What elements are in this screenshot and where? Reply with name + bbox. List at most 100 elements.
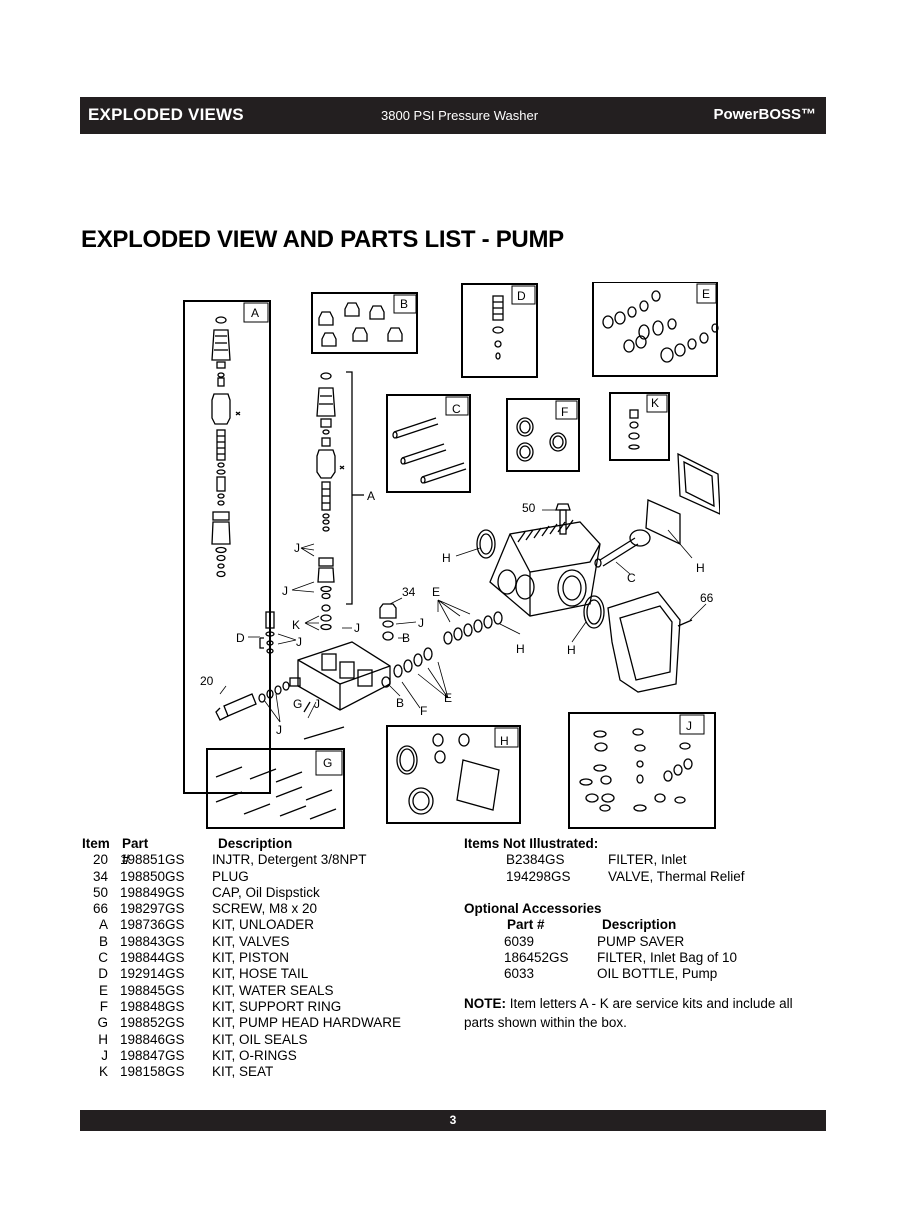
callout-j: J (354, 621, 360, 635)
note: NOTE: Item letters A - K are service kit… (464, 994, 820, 1032)
part-description: OIL BOTTLE, Pump (597, 966, 718, 982)
part-column-header: Part # (507, 917, 545, 933)
kit-box-d (461, 283, 538, 378)
note-text: Item letters A - K are service kits and … (464, 996, 793, 1030)
header-bar: EXPLODED VIEWS 3800 PSI Pressure Washer … (80, 97, 826, 134)
label-f: F (561, 405, 568, 419)
description-column-header: Description (218, 836, 293, 851)
label-e: E (702, 287, 710, 301)
label-b: B (400, 297, 408, 311)
part-description: KIT, O-RINGS (212, 1047, 297, 1063)
part-number: B2384GS (506, 852, 565, 868)
part-description: KIT, PISTON (212, 950, 290, 966)
callout-d: D (236, 631, 245, 645)
part-description: KIT, VALVES (212, 933, 290, 949)
callout-h: H (696, 561, 705, 575)
callout-h: H (516, 642, 525, 656)
callout-g: G (293, 697, 302, 711)
label-d: D (517, 289, 526, 303)
accessories-header: Part # Description (464, 917, 676, 933)
optional-accessories-heading: Optional Accessories (464, 901, 602, 917)
label-c: C (452, 402, 461, 416)
callout-k: K (292, 618, 300, 632)
label-k: K (651, 396, 659, 410)
part-description: FILTER, Inlet Bag of 10 (597, 950, 738, 966)
part-number: 194298GS (506, 868, 571, 884)
part-number: 198851GS (120, 852, 185, 868)
part-description: KIT, OIL SEALS (212, 1031, 308, 1047)
part-description: KIT, HOSE TAIL (212, 966, 309, 982)
callout-b: B (402, 631, 410, 645)
item-number: A (98, 917, 108, 933)
item-number: C (98, 950, 108, 966)
page-title: EXPLODED VIEW AND PARTS LIST - PUMP (81, 226, 564, 253)
item-number: 66 (92, 901, 108, 917)
pump-assembly (215, 371, 720, 740)
part-number: 192914GS (120, 966, 185, 982)
part-column-header: Part # (122, 836, 149, 868)
label-j: J (686, 719, 692, 733)
footer-bar: 3 (80, 1110, 826, 1131)
callout-20: 20 (200, 674, 214, 688)
kit-box-b (311, 292, 418, 354)
part-number: 198844GS (120, 950, 185, 966)
part-number: 198158GS (120, 1064, 185, 1080)
product-name: 3800 PSI Pressure Washer (381, 108, 539, 123)
part-number: 198845GS (120, 982, 185, 998)
label-a: A (251, 306, 259, 320)
note-label: NOTE: (464, 996, 506, 1011)
part-description: FILTER, Inlet (608, 852, 687, 868)
part-description: KIT, SEAT (212, 1064, 274, 1080)
part-description: KIT, SUPPORT RING (212, 998, 342, 1014)
part-description: KIT, PUMP HEAD HARDWARE (212, 1015, 402, 1031)
list-item: B2384GS FILTER, Inlet (464, 852, 687, 868)
item-number: F (99, 998, 108, 1014)
part-description: KIT, UNLOADER (212, 917, 315, 933)
page-number: 3 (449, 1113, 457, 1127)
kit-box-e (592, 282, 719, 377)
part-description: PUMP SAVER (597, 933, 685, 949)
part-description: INJTR, Detergent 3/8NPT (212, 852, 367, 868)
section-title: EXPLODED VIEWS (88, 105, 244, 124)
callout-j: J (296, 635, 302, 649)
part-description: SCREW, M8 x 20 (212, 901, 318, 917)
kit-box-k (609, 392, 670, 461)
callout-34: 34 (402, 585, 416, 599)
item-number: J (101, 1047, 108, 1063)
item-number: G (97, 1015, 108, 1031)
callout-c: C (627, 571, 636, 585)
callout-j: J (282, 584, 288, 598)
item-number: D (98, 966, 108, 982)
callout-j: J (276, 723, 282, 737)
callout-j: J (418, 616, 424, 630)
list-item: 186452GS FILTER, Inlet Bag of 10 (464, 950, 737, 966)
item-number: 20 (92, 852, 108, 868)
callout-e: E (432, 585, 440, 599)
callout-j: J (294, 541, 300, 555)
item-number: H (98, 1031, 108, 1047)
part-description: PLUG (212, 868, 249, 884)
label-h: H (500, 734, 509, 748)
part-number: 198852GS (120, 1015, 185, 1031)
item-number: 34 (92, 868, 108, 884)
callout-j: J (314, 697, 320, 711)
kit-box-h (386, 725, 521, 824)
part-number: 198848GS (120, 998, 185, 1014)
not-illustrated-heading: Items Not Illustrated: (464, 836, 599, 851)
brand-logo-text: PowerBOSS™ (713, 106, 816, 123)
callout-h: H (442, 551, 451, 565)
part-description: CAP, Oil Dispstick (212, 884, 320, 900)
callout-f: F (420, 704, 427, 718)
part-number: 198736GS (120, 917, 185, 933)
callout-50: 50 (522, 501, 536, 515)
callout-a: A (367, 489, 375, 503)
description-column-header: Description (602, 917, 677, 933)
part-number: 198843GS (120, 933, 185, 949)
item-number: B (98, 933, 108, 949)
callout-66: 66 (700, 591, 714, 605)
label-g: G (323, 756, 332, 770)
kit-box-f (506, 398, 580, 472)
part-number: 186452GS (504, 950, 569, 966)
